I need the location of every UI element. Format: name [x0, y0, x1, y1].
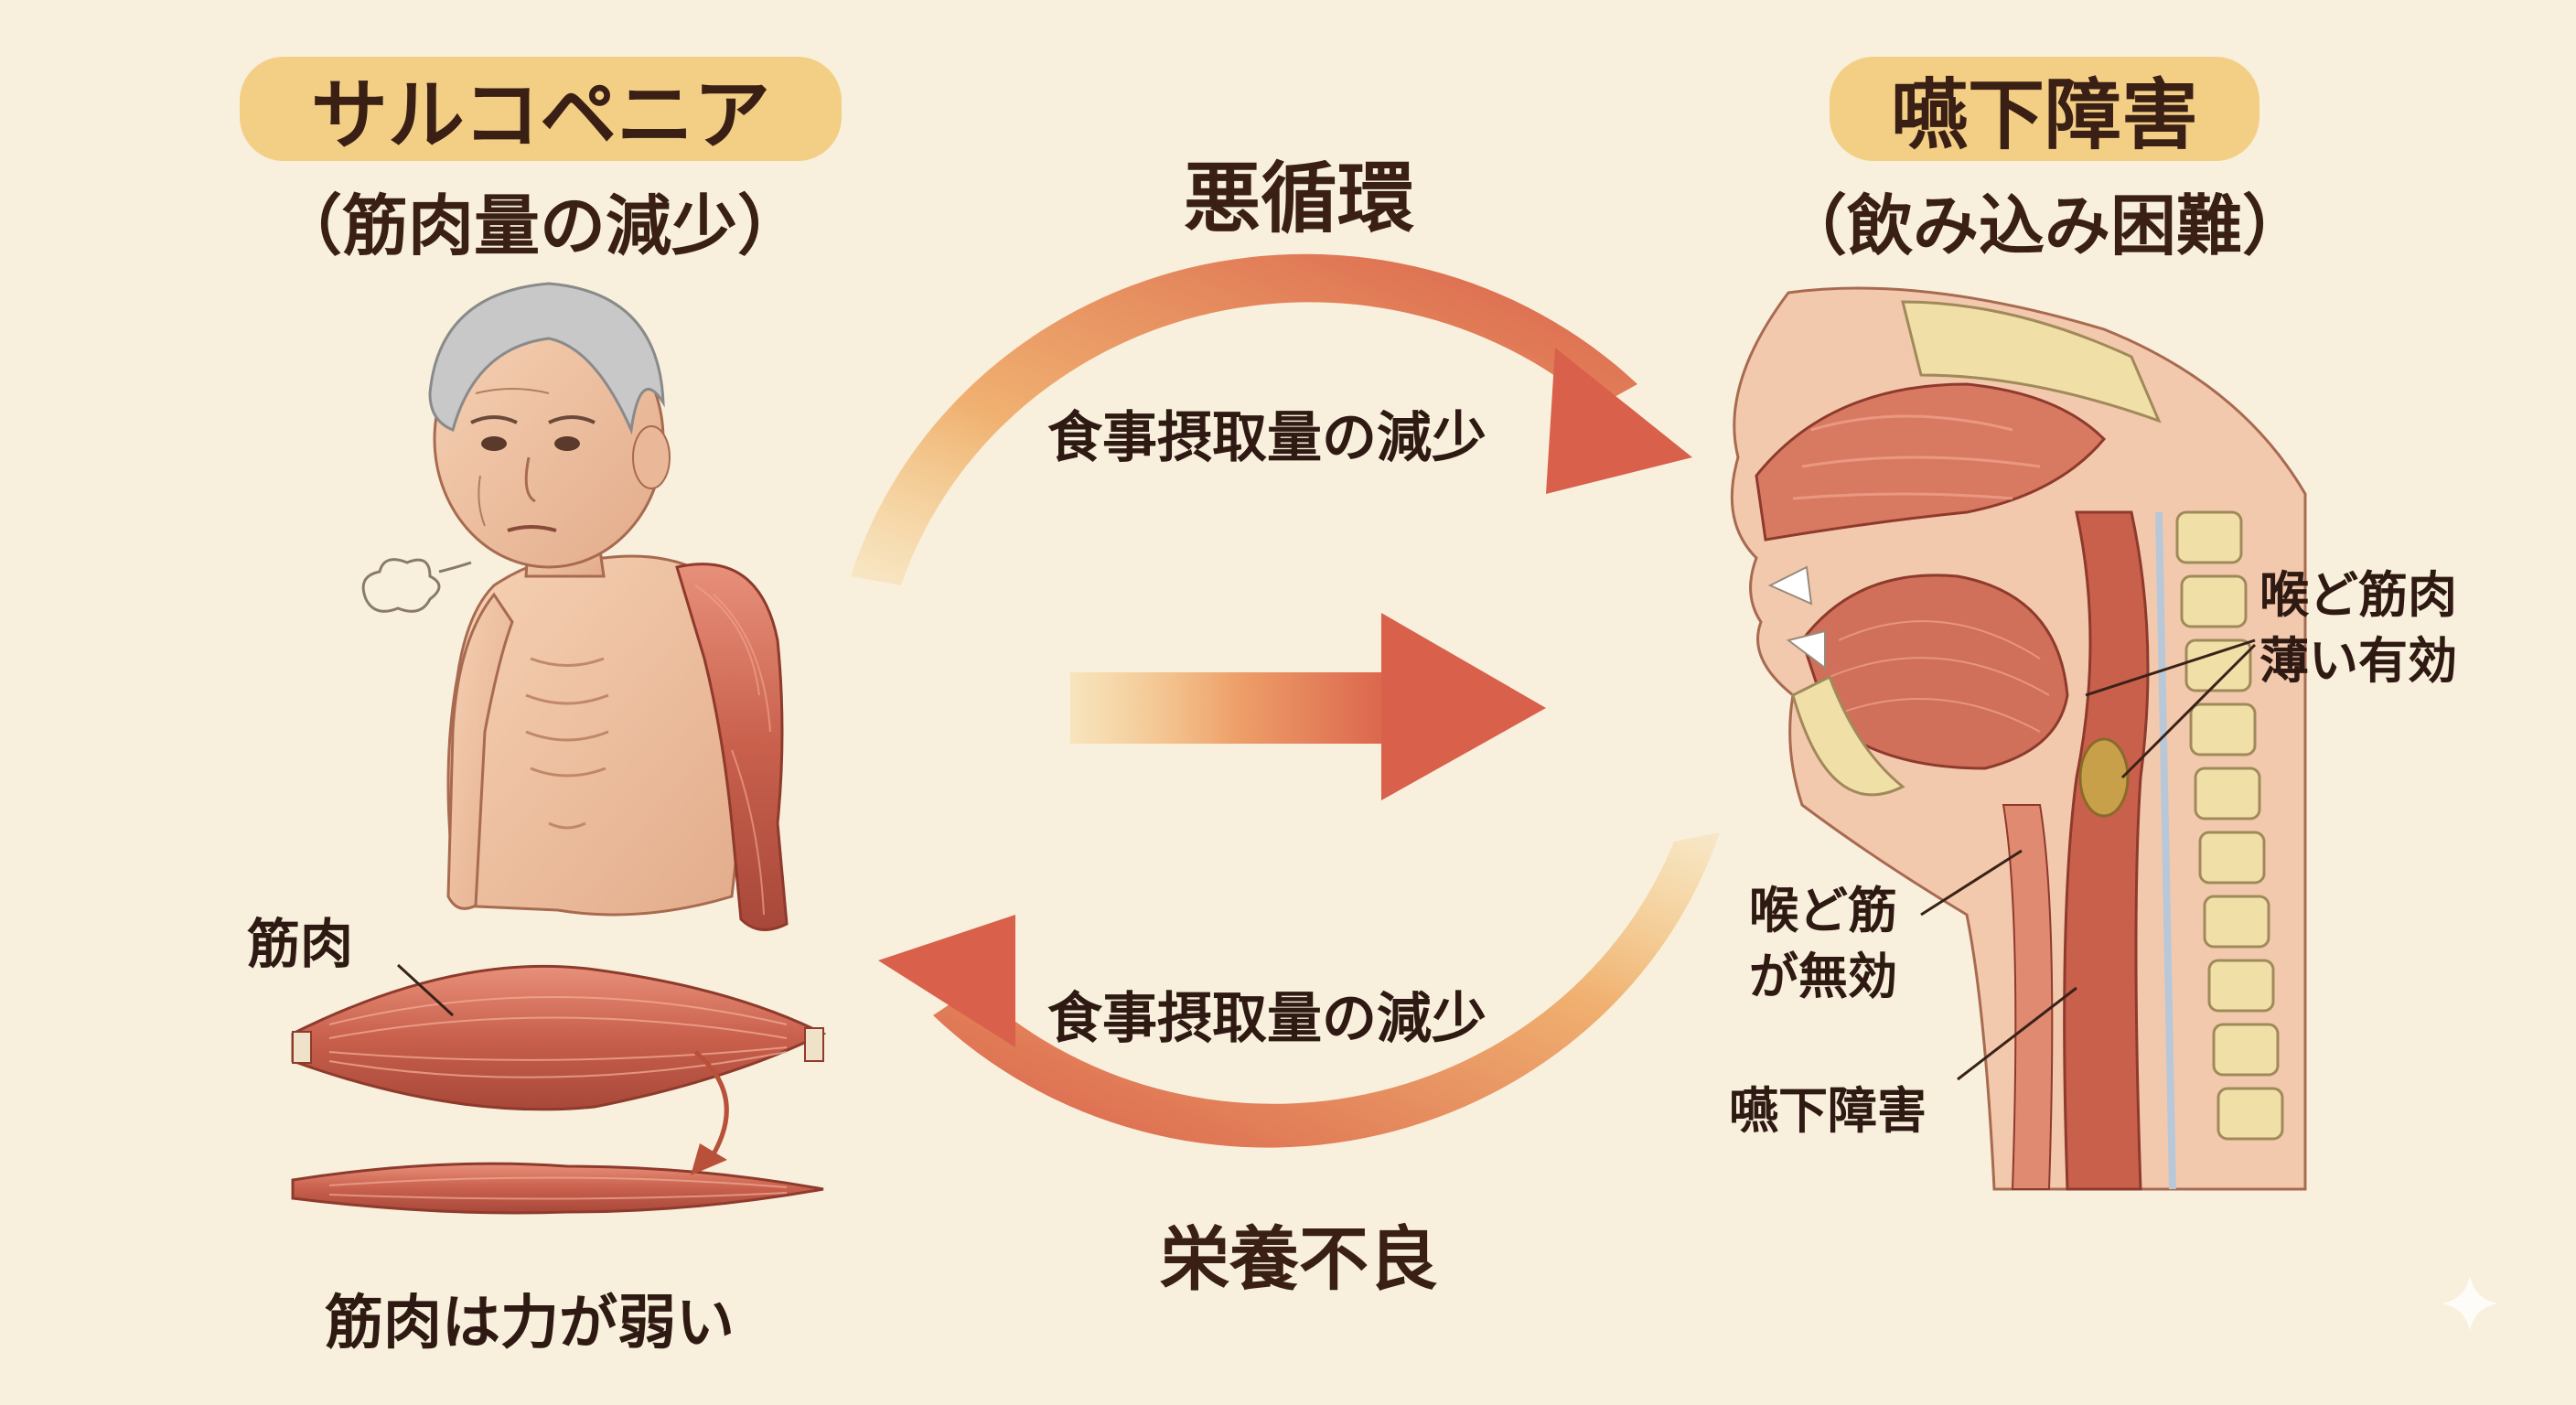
healthy-muscle [291, 964, 827, 1111]
left-title-pill: サルコペニア [240, 57, 842, 161]
elderly-person [361, 282, 789, 931]
right-subtitle: （飲み込み困難） [1780, 188, 2308, 264]
throat-pointer-lines [1920, 638, 2257, 1081]
throat-annotation-1-line2: 薄い有効 [2259, 632, 2457, 690]
left-subtitle: （筋肉量の減少） [275, 188, 803, 264]
throat-annotation-1: 喉ど筋肉 薄い有効 [2259, 563, 2457, 694]
weak-muscle [291, 1162, 824, 1215]
decline-arrow [691, 1050, 729, 1175]
left-title: サルコペニア [310, 70, 771, 160]
bottom-arrow-label: 食事摂取量の減少 [1047, 987, 1487, 1051]
right-title-pill: 嚥下障害 [1830, 57, 2259, 161]
top-arrow-label: 食事摂取量の減少 [1047, 406, 1487, 470]
breath-puff [361, 558, 472, 613]
sparkle-icon [2442, 1276, 2497, 1331]
muscle-label: 筋肉 [247, 913, 354, 975]
throat-annotation-3: 嚥下障害 [1729, 1082, 1927, 1140]
throat-annotation-2: 喉ど筋 が無効 [1749, 878, 1897, 1010]
right-title: 嚥下障害 [1890, 70, 2198, 160]
bottom-cycle-arrow [878, 832, 1720, 1148]
throat-annotation-1-line1: 喉ど筋肉 [2259, 566, 2457, 624]
middle-arrow [1070, 613, 1546, 800]
top-cycle-arrow [851, 253, 1692, 585]
muscle-pointer-line [396, 963, 455, 1017]
throat-annotation-2-line2: が無効 [1749, 948, 1897, 1005]
weak-muscle-label: 筋肉は力が弱い [325, 1290, 735, 1357]
throat-annotation-2-line1: 喉ど筋 [1749, 882, 1897, 939]
center-title: 悪循環 [1183, 154, 1414, 243]
throat-cross-section [1730, 286, 2307, 1191]
bottom-title: 栄養不良 [1160, 1218, 1438, 1300]
